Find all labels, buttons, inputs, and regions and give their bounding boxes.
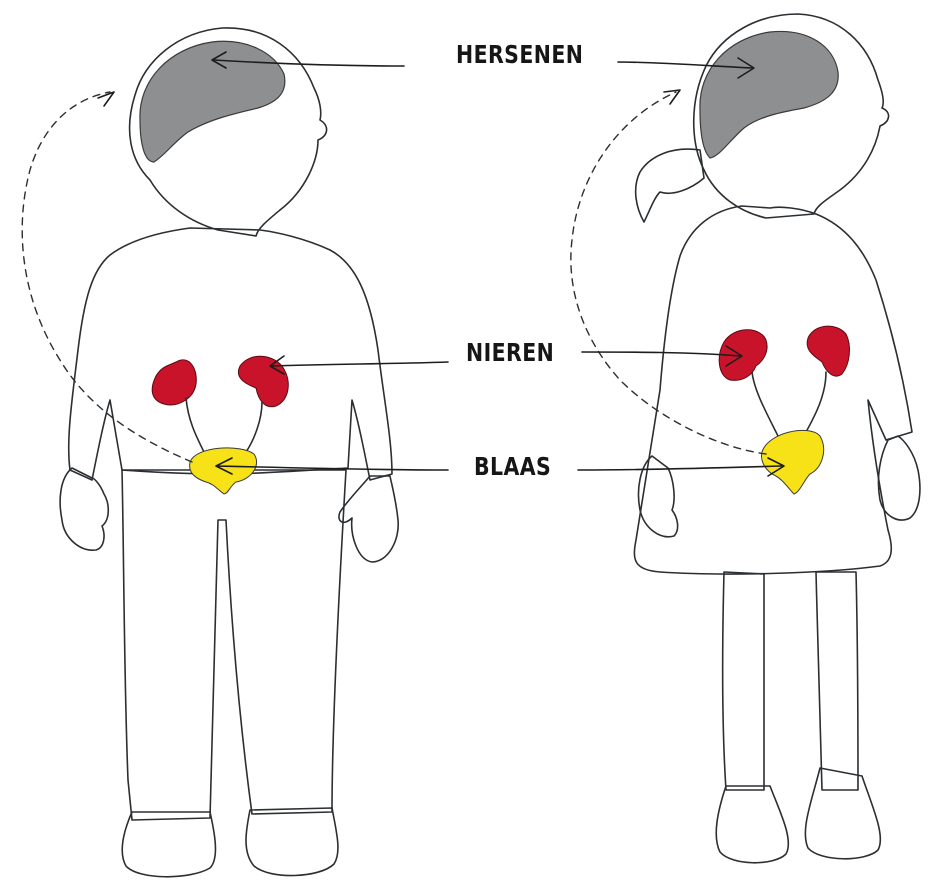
boy-torso <box>69 228 392 480</box>
girl-nerve-path <box>571 92 766 454</box>
girl-right-hand <box>878 436 920 520</box>
boy-right-foot <box>246 808 338 876</box>
girl-figure <box>571 14 920 863</box>
boy-bladder <box>190 448 257 494</box>
girl-kidney-right <box>807 326 849 376</box>
boy-legs <box>122 470 346 820</box>
boy-right-hand <box>339 476 398 562</box>
girl-right-foot <box>805 768 880 859</box>
girl-brain <box>700 31 838 158</box>
boy-kidney-left <box>152 360 196 405</box>
girl-left-foot <box>716 786 788 863</box>
boy-left-hand <box>60 468 108 550</box>
label-brain: HERSENEN <box>456 40 583 69</box>
girl-legs <box>723 572 858 790</box>
boy-kidney-right <box>238 356 288 407</box>
boy-figure <box>22 28 398 877</box>
girl-ponytail <box>636 149 704 222</box>
label-arrows <box>212 52 784 476</box>
girl-bladder <box>761 430 823 494</box>
label-bladder: BLAAS <box>474 452 551 481</box>
label-kidneys: NIEREN <box>466 338 554 367</box>
boy-left-foot <box>122 812 215 877</box>
